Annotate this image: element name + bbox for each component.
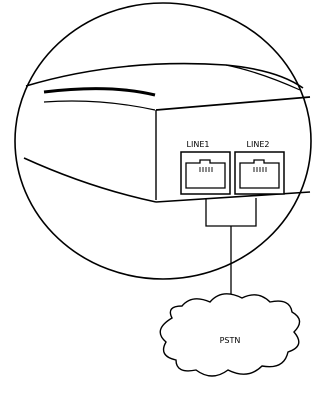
device-body [23, 62, 311, 203]
rj11-socket-icon [239, 159, 280, 189]
pstn-cloud: PSTN [159, 293, 301, 377]
line1-port-label: LINE1 [187, 140, 210, 149]
cloud-icon [159, 293, 301, 377]
pstn-label: PSTN [220, 336, 241, 345]
line2-port: LINE2 [234, 140, 285, 195]
socket-pins [199, 167, 213, 172]
zoom-bubble [14, 2, 312, 280]
line1-port-housing [180, 151, 231, 195]
line2-port-housing [234, 151, 285, 195]
line1-port: LINE1 [180, 140, 231, 195]
socket-pins [253, 167, 267, 172]
rj11-socket-icon [185, 159, 226, 189]
line2-port-label: LINE2 [247, 140, 270, 149]
